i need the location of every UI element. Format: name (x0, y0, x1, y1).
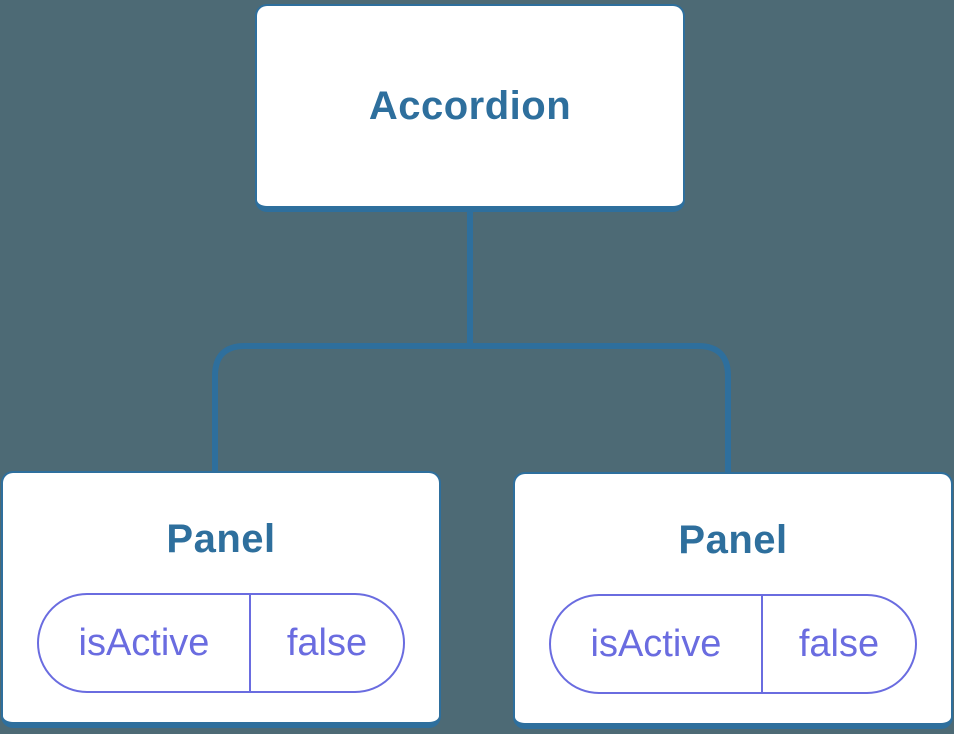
panel-node-label: Panel (166, 517, 276, 561)
state-value: false (798, 622, 880, 665)
connector-branch (212, 343, 731, 473)
state-value: false (286, 621, 368, 664)
panel-node-left: Panel isActive false (1, 471, 441, 728)
state-pill: isActive false (37, 593, 405, 693)
state-key: isActive (39, 595, 251, 691)
panel-node-right: Panel isActive false (513, 472, 953, 729)
accordion-node: Accordion (255, 4, 685, 212)
panel-node-label: Panel (678, 518, 788, 562)
accordion-node-label: Accordion (368, 84, 572, 128)
state-key: isActive (551, 596, 763, 692)
state-pill: isActive false (549, 594, 917, 694)
